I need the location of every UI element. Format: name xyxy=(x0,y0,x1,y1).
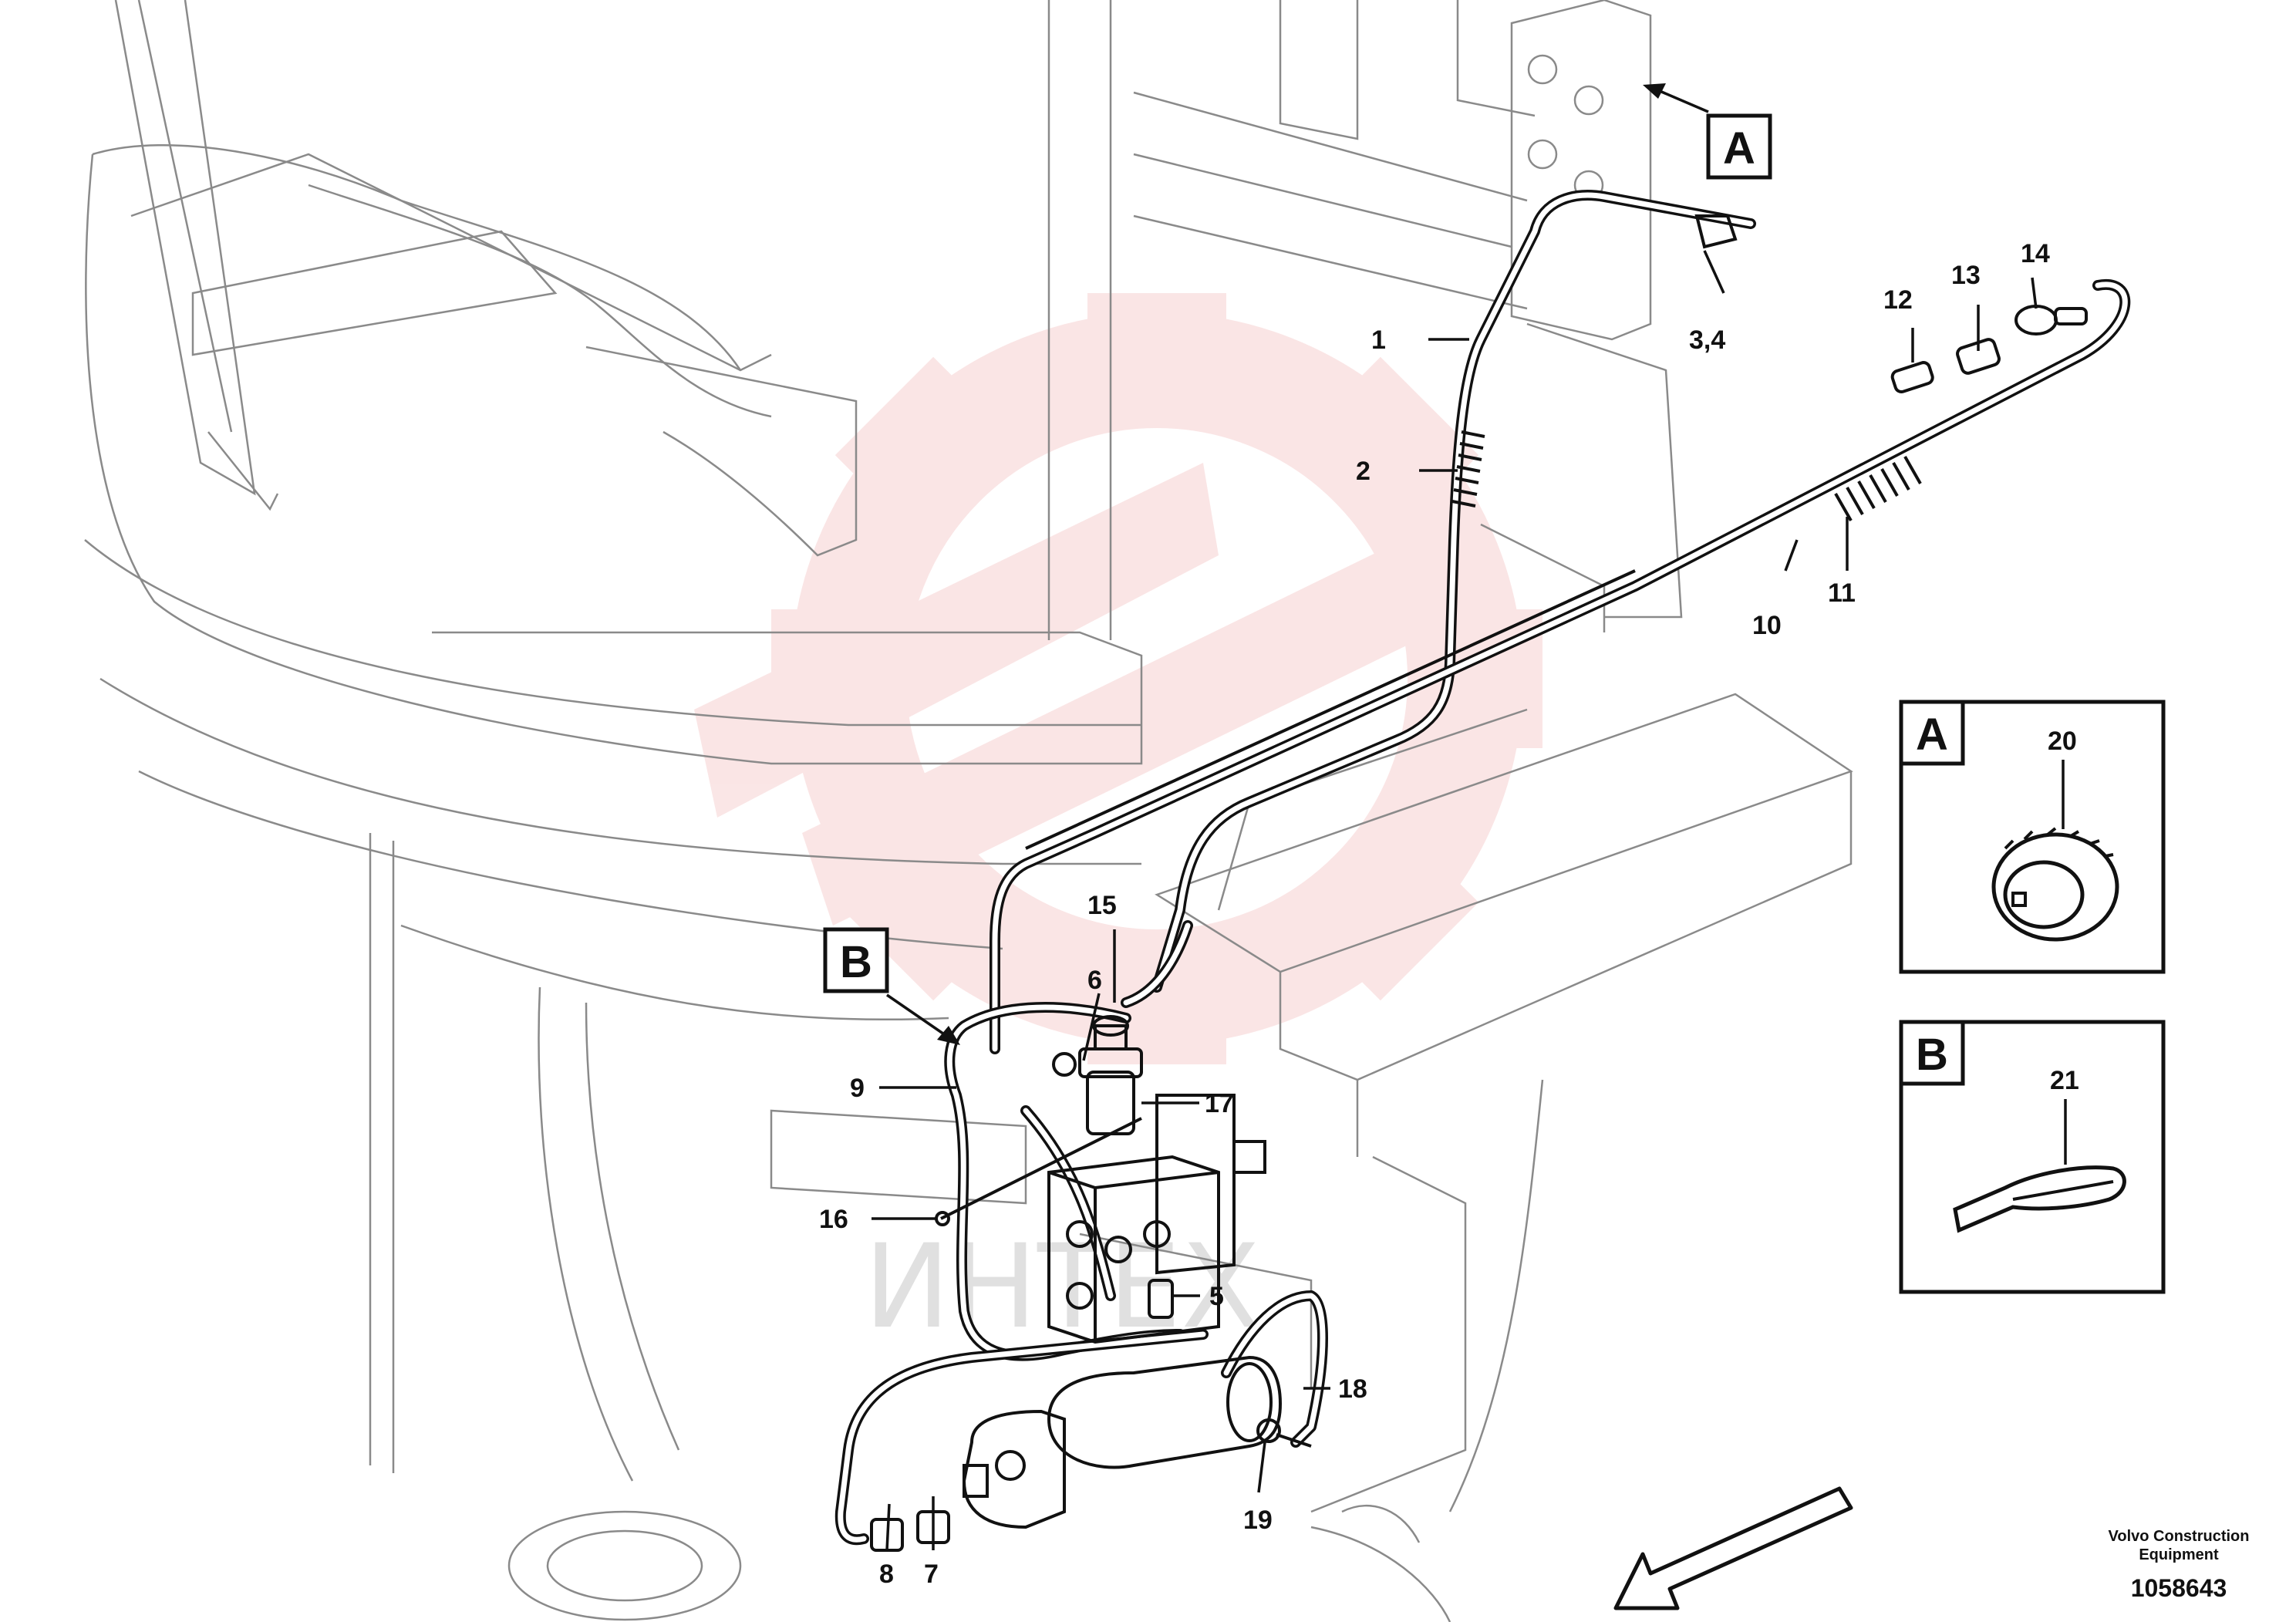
callout-12: 12 xyxy=(1883,285,1913,315)
view-marker-b-letter: B xyxy=(840,937,872,987)
callout-15: 15 xyxy=(1087,891,1117,920)
hose-routing xyxy=(834,190,2131,1546)
company-name-line-1: Volvo Construction xyxy=(2109,1528,2250,1545)
pump-motor xyxy=(962,1355,1283,1529)
callout-1: 1 xyxy=(1371,325,1386,355)
view-marker-a-letter: A xyxy=(1723,123,1755,174)
valve-block xyxy=(1047,1094,1266,1344)
machine-body-outline xyxy=(84,0,1853,1622)
detail-b-letter: B xyxy=(1916,1030,1948,1080)
detail-b-part-label: 21 xyxy=(2050,1066,2079,1095)
callout-5: 5 xyxy=(1209,1282,1224,1311)
leader-lines xyxy=(872,83,2038,1551)
footer: Volvo Construction Equipment 1058643 xyxy=(2109,1528,2250,1602)
callout-2: 2 xyxy=(1356,457,1371,486)
callout-14: 14 xyxy=(2021,239,2050,268)
callout-13: 13 xyxy=(1951,261,1981,290)
company-name-line-2: Equipment xyxy=(2139,1546,2219,1563)
callout-19: 19 xyxy=(1243,1506,1273,1535)
view-marker-b: B xyxy=(823,927,889,993)
view-marker-a: A xyxy=(1706,113,1772,180)
watermark-gear-logo xyxy=(694,293,1542,1064)
callout-11: 11 xyxy=(1828,578,1856,608)
callout-16: 16 xyxy=(819,1205,848,1234)
callout-labels: 1 2 3,4 5 6 7 8 9 10 11 12 13 14 15 16 1… xyxy=(819,239,2050,1589)
spring-guard-11 xyxy=(1834,456,1922,521)
callout-9: 9 xyxy=(850,1074,865,1103)
detail-box-b: B 21 xyxy=(1899,1020,2166,1294)
grommet-icon xyxy=(1991,827,2119,942)
detail-a-part-label: 20 xyxy=(2048,727,2077,756)
callout-3-4: 3,4 xyxy=(1689,325,1725,355)
callout-17: 17 xyxy=(1205,1089,1234,1118)
detail-box-a: A 20 xyxy=(1899,700,2166,974)
callout-10: 10 xyxy=(1752,611,1782,640)
callout-6: 6 xyxy=(1087,966,1102,995)
callout-8: 8 xyxy=(879,1560,894,1589)
callout-18: 18 xyxy=(1338,1374,1367,1404)
drawing-number: 1058643 xyxy=(2131,1574,2227,1602)
cable-tie-icon xyxy=(1953,1165,2126,1233)
detail-a-letter: A xyxy=(1916,710,1948,760)
spring-guard-2 xyxy=(1451,430,1485,508)
callout-7: 7 xyxy=(924,1560,939,1589)
forward-direction-arrow-icon xyxy=(1613,1486,1853,1610)
fittings xyxy=(870,214,2088,1552)
